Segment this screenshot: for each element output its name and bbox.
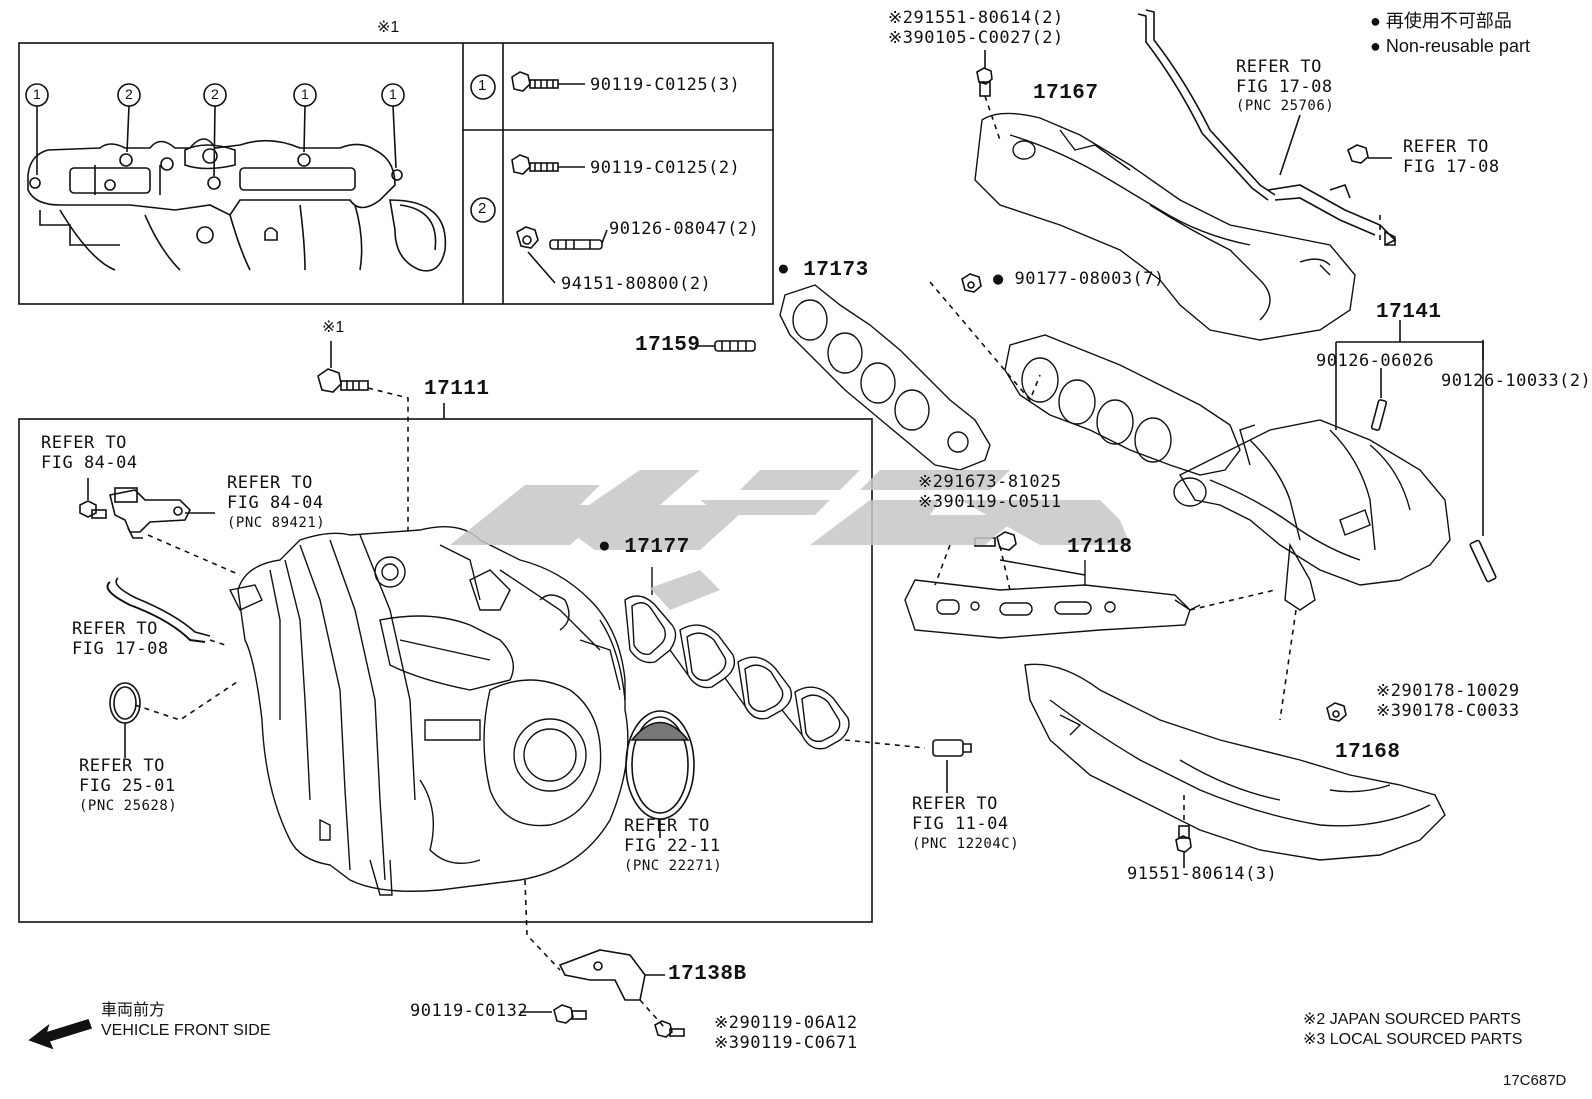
nut-c0033-label[interactable]: ※390178-C0033 (1376, 701, 1520, 721)
inset-nut (516, 226, 556, 284)
nut-10029-label[interactable]: ※290178-10029 (1376, 681, 1520, 701)
diagram-code: 17C687D (1503, 1072, 1567, 1089)
front-side-en: VEHICLE FRONT SIDE (101, 1022, 271, 1039)
ref-clamp-1: REFER TO (1403, 137, 1489, 157)
map-sensor-right (109, 487, 215, 539)
part-17173[interactable]: ● 17173 (777, 259, 869, 282)
part-17167[interactable]: 17167 (1033, 82, 1099, 105)
exhaust-nut-90177 (961, 273, 982, 293)
exhaust-gasket-17173 (779, 284, 991, 471)
stud-10033-label[interactable]: 90126-10033(2) (1441, 371, 1592, 391)
part-17118[interactable]: 17118 (1067, 536, 1133, 559)
ref-throttle-3: (PNC 22271) (624, 858, 723, 874)
insulator-bolt-lower (1175, 825, 1192, 868)
inset-row1-bolt[interactable]: 90119-C0125(3) (590, 75, 741, 95)
o-ring (109, 682, 141, 758)
part-17159[interactable]: 17159 (635, 334, 701, 357)
lower-heat-insulator-17168 (1024, 663, 1446, 861)
ref-sensor-right-2[interactable]: FIG 84-04 (227, 493, 324, 513)
ref-sensor-top-2[interactable]: FIG 17-08 (1236, 77, 1333, 97)
part-17111[interactable]: 17111 (424, 378, 490, 401)
vacuum-plug (932, 739, 972, 793)
part-17168[interactable]: 17168 (1335, 741, 1401, 764)
ref-throttle-2[interactable]: FIG 22-11 (624, 836, 721, 856)
part-17141[interactable]: 17141 (1376, 301, 1442, 324)
part-17138b[interactable]: 17138B (668, 963, 747, 986)
inset-hole-label: 2 (211, 86, 219, 102)
legend-local-sourced: ※3 LOCAL SOURCED PARTS (1303, 1031, 1523, 1048)
sensor-clamp (1347, 144, 1392, 164)
insulator-bolt-upper (976, 50, 993, 97)
ref-sensor-top-3: (PNC 25706) (1236, 98, 1335, 114)
ref-oring-1: REFER TO (79, 756, 165, 776)
bracket-bolt-2-label[interactable]: ※290119-06A12 (714, 1013, 858, 1033)
pcv-hose (106, 581, 206, 643)
ref-oring-2[interactable]: FIG 25-01 (79, 776, 176, 796)
inset-row2-stud[interactable]: 90126-08047(2) (609, 219, 760, 239)
inset-frame (18, 42, 774, 305)
legend-japan-sourced: ※2 JAPAN SOURCED PARTS (1303, 1011, 1521, 1028)
intake-manifold-frame (18, 418, 873, 923)
inset-row2-nut[interactable]: 94151-80800(2) (561, 274, 712, 294)
map-sensor-left (79, 478, 107, 519)
inset-hole-label: 1 (389, 86, 397, 102)
oxygen-sensor-pipe (1137, 9, 1397, 246)
manifold-bracket-17138b (558, 949, 665, 1001)
ref-hose-2[interactable]: FIG 17-08 (72, 639, 169, 659)
inset-hole-label: 1 (301, 86, 309, 102)
bracket-bolt-3-label[interactable]: ※390119-C0671 (714, 1033, 858, 1053)
inset-hole-label: 1 (33, 86, 41, 102)
front-direction-arrow (28, 1019, 93, 1050)
bracket-bolt-label[interactable]: 90119-C0132 (410, 1001, 529, 1021)
part-17177[interactable]: ● 17177 (598, 536, 690, 559)
manifold-stud-06026 (1370, 368, 1388, 431)
ref-hose-1: REFER TO (72, 619, 158, 639)
ref-sensor-left-1: REFER TO (41, 433, 127, 453)
marker-bolt (317, 341, 369, 393)
stay-bolt-3-label[interactable]: ※390119-C0511 (918, 492, 1062, 512)
watermark-logo (450, 470, 1130, 610)
ref-sensor-left-2[interactable]: FIG 84-04 (41, 453, 138, 473)
inset-bolt-2 (511, 154, 585, 175)
inset-row2-bolt[interactable]: 90119-C0125(2) (590, 158, 741, 178)
intake-manifold-body (228, 525, 629, 896)
stay-bolt-2-label[interactable]: ※291673-81025 (918, 472, 1062, 492)
inset-stud (549, 229, 608, 250)
inset-bolt-1 (511, 71, 585, 92)
exhaust-nut-90178 (1326, 702, 1347, 722)
hs-bolt-2-label[interactable]: ※291551-80614(2) (888, 8, 1064, 28)
hs-bolt-3-label[interactable]: ※390105-C0027(2) (888, 28, 1064, 48)
exhaust-manifold-17141 (1004, 334, 1451, 611)
ref-plug-1: REFER TO (912, 794, 998, 814)
ref-throttle-1: REFER TO (624, 816, 710, 836)
bracket-bolt-2 (654, 1020, 685, 1038)
marker-x1: ※1 (322, 319, 345, 336)
ref-sensor-top-1: REFER TO (1236, 57, 1322, 77)
ref-plug-3: (PNC 12204C) (912, 836, 1020, 852)
ref-clamp-2[interactable]: FIG 17-08 (1403, 157, 1500, 177)
stud-06026-label[interactable]: 90126-06026 (1316, 351, 1435, 371)
manifold-stay-17118 (904, 559, 1201, 639)
legend-non-reusable-jp: ● 再使用不可部品 (1370, 11, 1512, 31)
inset-row1-circle: 1 (478, 77, 487, 94)
exhaust-nut-label[interactable]: ● 90177-08003(7) (993, 269, 1165, 289)
bracket-bolt-1 (520, 1004, 587, 1024)
exhaust-stud-17159 (695, 340, 756, 352)
manifold-stud-10033 (1469, 340, 1497, 583)
front-side-jp: 車両前方 (101, 1002, 166, 1019)
upper-heat-insulator-17167 (974, 112, 1356, 341)
intake-gasket-17177 (624, 567, 850, 750)
ref-sensor-right-3: (PNC 89421) (227, 515, 326, 531)
inset-flange-sketch (27, 138, 447, 272)
inset-marker: ※1 (377, 19, 400, 36)
legend-non-reusable-en: ● Non-reusable part (1370, 36, 1530, 56)
inset-hole-label: 2 (125, 86, 133, 102)
ref-sensor-right-1: REFER TO (227, 473, 313, 493)
throttle-body-gasket (625, 710, 695, 838)
ref-oring-3: (PNC 25628) (79, 798, 178, 814)
inset-row2-circle: 2 (478, 200, 487, 217)
ref-plug-2[interactable]: FIG 11-04 (912, 814, 1009, 834)
lower-insulator-bolt-label[interactable]: 91551-80614(3) (1127, 864, 1278, 884)
